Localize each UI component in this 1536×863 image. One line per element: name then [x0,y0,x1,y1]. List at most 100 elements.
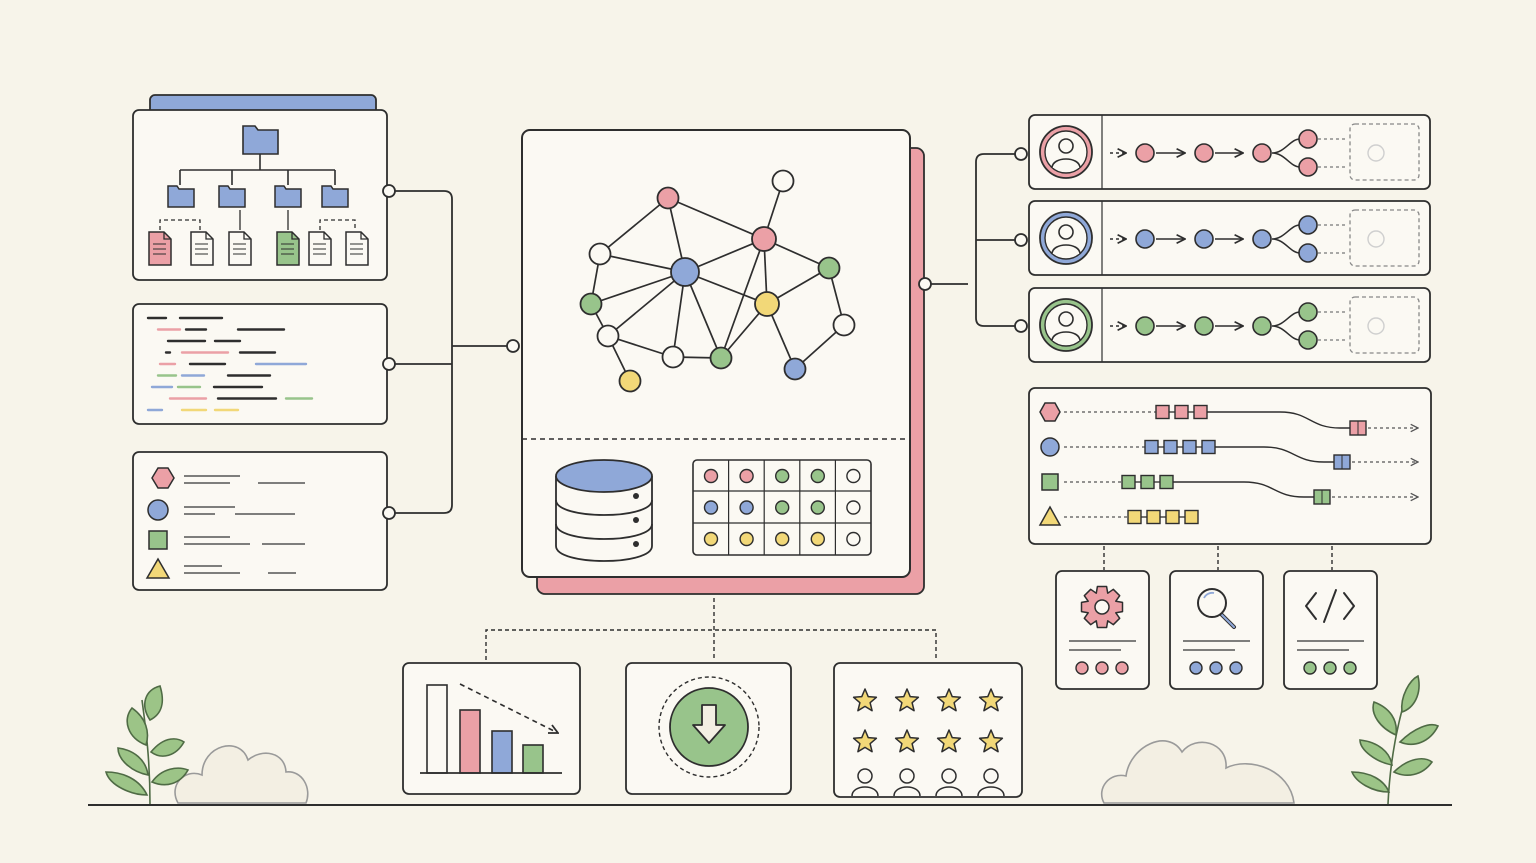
square-icon [1041,473,1059,491]
pipeline-node [1135,229,1155,249]
pipeline-node [1298,215,1318,235]
network-edge [720,238,765,359]
network-node[interactable] [596,324,620,348]
pipeline-row-blue[interactable] [1028,200,1431,276]
network-edge [607,271,686,337]
timeline-block [1184,509,1199,525]
grid-cell-dot [739,468,754,484]
network-node[interactable] [832,313,856,337]
network-node[interactable] [817,256,841,280]
network-node[interactable] [751,226,777,252]
database-icon[interactable] [555,459,653,562]
download-arrow-icon[interactable] [692,704,726,744]
timeline-track-green [1041,473,1418,505]
node-grid-table[interactable] [692,459,872,556]
network-edge [684,271,722,359]
network-node[interactable] [618,369,642,393]
star-icon [978,688,1004,712]
network-node[interactable] [754,291,780,317]
right-connector-ports[interactable] [918,147,1028,333]
pipeline-node [1252,143,1272,163]
timeline-block [1174,404,1189,420]
network-graph[interactable] [579,169,856,393]
timeline-block [1165,509,1180,525]
sub-folder-icon [167,185,349,208]
timeline-block [1127,509,1142,525]
network-node[interactable] [783,357,807,381]
timeline-track-pink [1039,402,1418,436]
cloud-left-icon [174,745,309,804]
timeline-block [1146,509,1161,525]
download-card[interactable] [625,662,792,795]
pink-hexagon-icon [151,467,175,489]
folder-tree-card[interactable] [132,94,388,281]
grid-cell-dot [846,500,861,515]
grid-cell-dot [703,500,719,515]
network-edge [667,197,765,240]
empty-slot[interactable] [1349,296,1420,354]
pipeline-node [1298,129,1318,149]
pipeline-row-green[interactable] [1028,287,1431,363]
network-node[interactable] [670,257,700,287]
pipeline-node [1194,143,1214,163]
status-dot [1229,661,1243,675]
file-icons [148,231,369,266]
hexagon-icon [1039,402,1061,422]
network-node[interactable] [656,186,680,210]
magnifier-tool-card[interactable] [1169,570,1264,690]
triangle-icon [1038,505,1062,526]
code-lines [146,316,314,412]
left-connector-ports[interactable] [382,184,520,520]
file-icon [345,231,369,266]
timeline-card[interactable] [1028,387,1432,545]
plant-left-icon [104,685,190,805]
network-node[interactable] [579,292,603,316]
code-lines-card[interactable] [132,303,388,425]
empty-slot[interactable] [1349,123,1420,181]
pipeline-node [1252,229,1272,249]
network-node[interactable] [661,345,685,369]
grid-cell-dot [739,531,754,547]
status-dot [1095,661,1109,675]
shape-legend-card[interactable] [132,451,388,591]
network-edge [599,197,669,255]
cloud-right-icon [1101,740,1295,804]
magnifier-icon[interactable] [1197,588,1236,629]
network-node[interactable] [709,346,733,370]
left-connectors [389,190,512,514]
gear-icon[interactable] [1080,585,1124,629]
grid-cell-dot [703,468,719,484]
grid-cell-dot [810,500,825,515]
network-node[interactable] [588,242,612,266]
mini-bar [491,730,513,774]
person-icon [935,768,963,797]
user-avatar-icon[interactable] [1039,125,1093,179]
timeline-block [1144,439,1159,455]
tool-cards[interactable] [1055,570,1378,690]
ratings-card[interactable] [833,662,1023,798]
user-avatar-icon[interactable] [1039,211,1093,265]
grid-cell-dot [810,468,825,484]
star-icon [894,688,920,712]
status-dot [1303,661,1317,675]
status-dot [1343,661,1357,675]
user-avatar-icon[interactable] [1039,298,1093,352]
mini-bar [522,744,544,774]
pipeline-row-pink[interactable] [1028,114,1431,190]
grid-cell-dot [739,500,754,515]
code-brackets-icon[interactable] [1305,589,1355,623]
pipeline-rows[interactable] [1028,114,1431,363]
legend-lines [184,475,305,574]
star-icon [978,729,1004,753]
gear-tool-card[interactable] [1055,570,1150,690]
bar-chart-card[interactable] [402,662,581,795]
timeline-track-yellow [1038,505,1199,526]
empty-slot[interactable] [1349,209,1420,267]
network-node[interactable] [771,169,795,193]
code-brackets-tool-card[interactable] [1283,570,1378,690]
file-icon [308,231,332,266]
timeline-block [1121,474,1136,490]
grid-cell-dot [775,468,790,484]
network-edge [590,271,686,305]
